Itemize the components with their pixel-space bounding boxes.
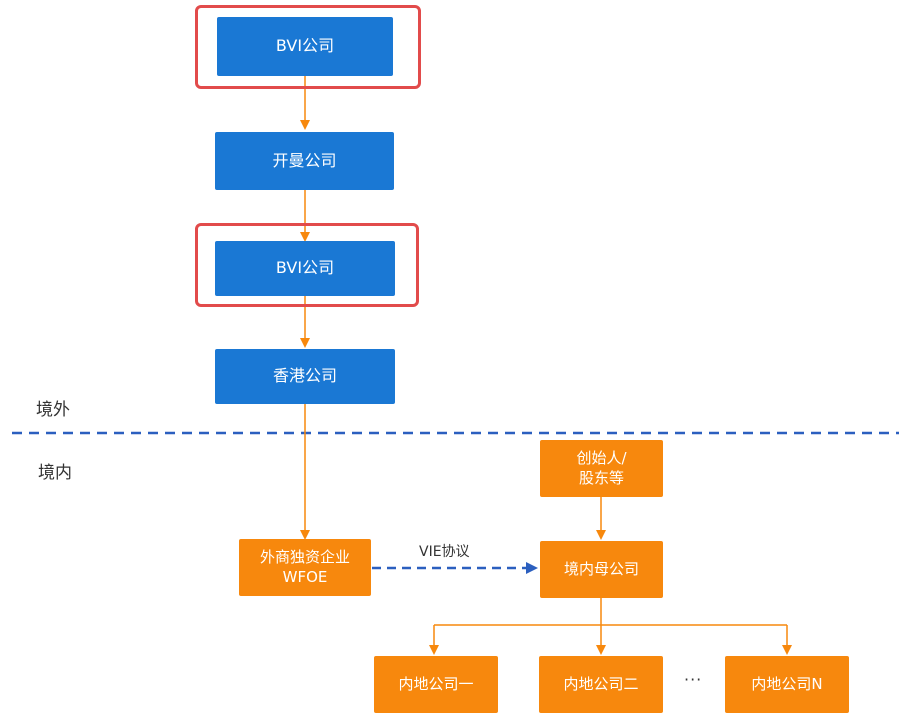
box-label: 外商独资企业 WFOE <box>259 548 350 586</box>
ellipsis-more-subsidiaries: ··· <box>684 670 703 689</box>
region-label-offshore: 境外 <box>36 400 70 420</box>
box-cayman-company[interactable]: 开曼公司 <box>215 132 394 190</box>
box-label: BVI公司 <box>275 36 335 56</box>
box-hongkong-company[interactable]: 香港公司 <box>215 349 395 404</box>
region-label-onshore: 境内 <box>38 463 72 483</box>
box-label: BVI公司 <box>275 258 335 278</box>
box-bvi-company-1[interactable]: BVI公司 <box>217 17 393 76</box>
vie-agreement-label: VIE协议 <box>419 544 470 560</box>
box-label: 内地公司N <box>751 674 823 693</box>
box-subsidiary-n[interactable]: 内地公司N <box>725 656 849 713</box>
box-label: 境内母公司 <box>563 559 639 578</box>
box-label: 创始人/ 股东等 <box>576 449 627 487</box>
box-bvi-company-2[interactable]: BVI公司 <box>215 241 395 296</box>
box-label: 内地公司二 <box>563 674 639 693</box>
box-label: 香港公司 <box>272 366 337 386</box>
box-subsidiary-2[interactable]: 内地公司二 <box>539 656 663 713</box>
box-domestic-parent[interactable]: 境内母公司 <box>540 541 663 598</box>
box-label: 内地公司一 <box>398 674 474 693</box>
highlight-frame-bvi-1 <box>195 5 421 89</box>
highlight-frame-bvi-2 <box>195 223 419 307</box>
box-subsidiary-1[interactable]: 内地公司一 <box>374 656 498 713</box>
box-wfoe[interactable]: 外商独资企业 WFOE <box>239 539 371 596</box>
box-label: 开曼公司 <box>272 150 337 170</box>
box-founders-shareholders[interactable]: 创始人/ 股东等 <box>540 440 663 497</box>
